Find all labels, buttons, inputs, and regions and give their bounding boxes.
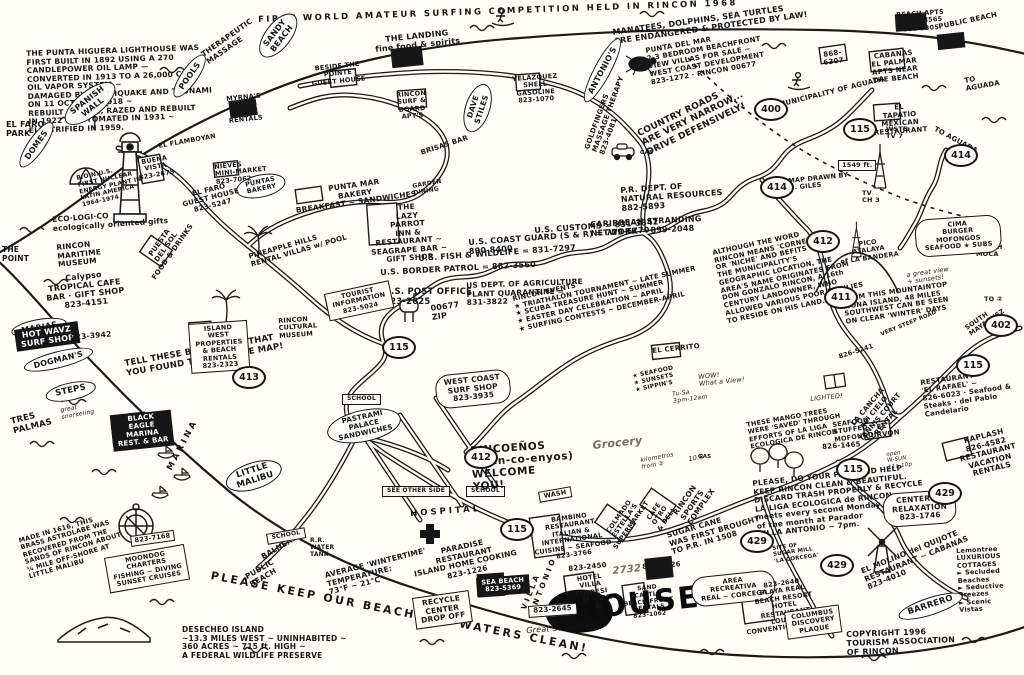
route-shield-414: 414 xyxy=(760,176,794,199)
cima-burger: CIMA BURGER MOFONGOS SEAFOOD ★ SUBS xyxy=(914,214,1003,258)
rincon-maritime-museum: RINCON MARITIME MUSEUM xyxy=(55,239,102,269)
coastline xyxy=(0,28,1024,659)
astrolabe-icon xyxy=(118,503,154,544)
route-shield-411: 411 xyxy=(824,286,858,309)
route-shield-402: 402 xyxy=(984,314,1018,337)
mailbox-icon xyxy=(399,293,419,322)
route-shield-413: 413 xyxy=(232,366,266,389)
marker-scribble xyxy=(546,589,613,633)
desecheo-island-icon xyxy=(57,616,151,643)
route-shield-412: 412 xyxy=(806,230,840,253)
rincon-cultural-museum: RINCON CULTURAL MUSEUM xyxy=(277,314,318,340)
tennis-court-icon xyxy=(823,372,847,390)
velazquez-shell: VELAZQUEZ SHELL GASOLINE 823-1070 xyxy=(511,71,558,105)
route-shield-115: 115 xyxy=(956,354,990,377)
municipality-boundary-line xyxy=(687,57,973,219)
myrnas-beach-house: MYRNA'S BEACH HOUSE RENTALS xyxy=(225,91,264,126)
wste-tv7: WSTE TV 7 xyxy=(886,125,908,141)
route-shield-115: 115 xyxy=(836,458,870,481)
route-shield-115: 115 xyxy=(500,518,534,541)
surfer-icon xyxy=(491,7,515,27)
gas-1: GAS xyxy=(640,150,654,156)
elevation-1549: 1549 ft. xyxy=(838,160,877,172)
route-shield-429: 429 xyxy=(740,530,774,553)
surfer-icon-2 xyxy=(787,71,811,91)
rincon-surf-board: RINCON SURF & BOARD APT'S xyxy=(395,88,427,121)
sea-beach: SEA BEACH 823-5369 xyxy=(476,574,531,597)
route-shield-412: 412 xyxy=(464,446,498,469)
see-other-side: SEE OTHER SIDE xyxy=(382,486,451,497)
pico-atalaya-hill xyxy=(815,251,899,293)
route-shield-115: 115 xyxy=(382,336,416,359)
lighthouse-icon xyxy=(113,132,147,223)
tv-ch3: TV CH 3 xyxy=(862,189,880,205)
el-curvon-hours: open W-SUN 11a-10p xyxy=(886,449,913,471)
route-shield-429: 429 xyxy=(820,554,854,577)
gas-2: GAS xyxy=(698,454,712,460)
apts-868-6307: 868- 6307 xyxy=(822,48,845,67)
sea-turtle-icon xyxy=(625,55,657,76)
to-route-2: TO ② xyxy=(984,295,1003,303)
hospital-cross-icon xyxy=(420,524,440,544)
black-eagle-marina: BLACK EAGLE MARINA REST. & BAR xyxy=(110,409,175,452)
route-shield-414: 414 xyxy=(944,144,978,167)
windmill-icon xyxy=(867,527,897,573)
lazy-parrot-inn: THE LAZY PARROT INN & RESTAURANT ~ SEAGR… xyxy=(370,201,448,265)
route-shield-400: 400 xyxy=(754,98,788,121)
beach-apts: BEACH APTS 1-800-8565 868-5305 xyxy=(895,7,945,34)
nuclear-dome-icon xyxy=(69,167,103,185)
el-faro-park: EL FARO PARK xyxy=(6,120,45,139)
school-3: SCHOOL xyxy=(342,394,381,405)
lemontree-cottages: Lemontree LUXURIOUS COTTAGES ► Secluded … xyxy=(955,544,1004,615)
route-shield-429: 429 xyxy=(928,482,962,505)
rr-water-tank: R.R. WATER TANK xyxy=(310,537,335,558)
car-icon xyxy=(611,143,635,161)
copyright-note: COPYRIGHT 1996 TOURISM ASSOCIATION OF RI… xyxy=(846,627,956,658)
school-2: SCHOOL xyxy=(466,486,505,497)
us-post-office: U.S. POST OFFICE 823-2625 xyxy=(384,287,473,307)
desecheo-island-note: DESECHEO ISLAND ~13.3 MILES WEST ~ UNINH… xyxy=(182,625,347,660)
route-shield-115: 115 xyxy=(843,118,877,141)
the-point: THE POINT xyxy=(2,245,30,263)
